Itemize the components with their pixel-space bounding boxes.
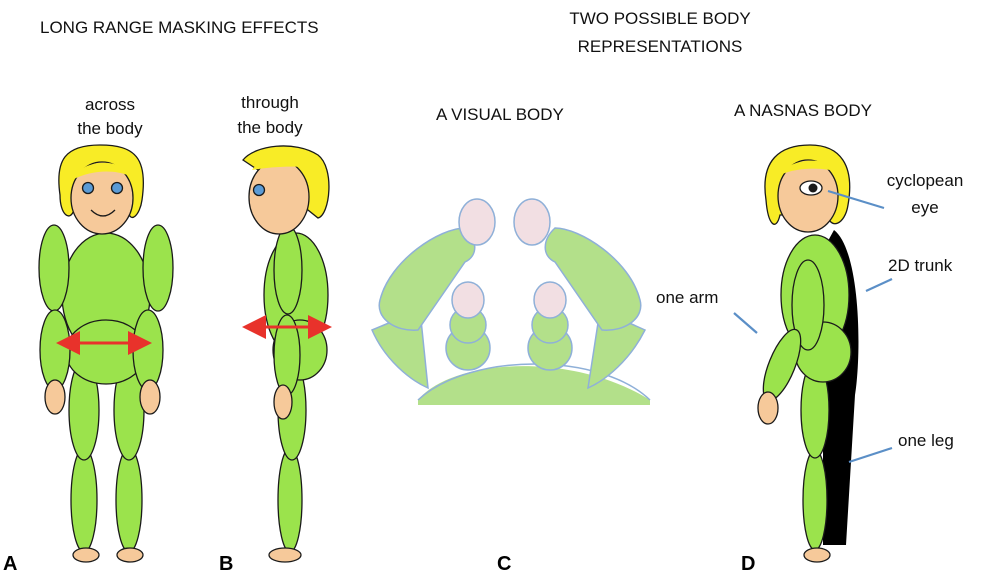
panel-label-b: B — [219, 553, 234, 575]
right-upper-arm — [142, 224, 174, 312]
right-foot — [116, 547, 144, 563]
right-eye-icon — [110, 181, 124, 195]
arm-pointer-line — [733, 312, 758, 334]
panel-label-a: A — [3, 553, 18, 575]
front-view-figure — [38, 144, 174, 563]
left-section-title: LONG RANGE MASKING EFFECTS — [40, 18, 319, 37]
side-eye-icon — [252, 183, 266, 197]
right-section-title-line2: REPRESENTATIONS — [577, 37, 743, 56]
visual-right-upper-arm — [544, 227, 642, 331]
right-section-title-line1: TWO POSSIBLE BODY — [569, 9, 751, 28]
leg-pointer-line — [848, 446, 893, 464]
right-lower-leg — [115, 447, 143, 553]
across-caption-line2: the body — [77, 119, 143, 138]
panel-label-d: D — [741, 553, 756, 575]
side-view-figure — [242, 145, 330, 563]
nasnas-body-figure — [757, 144, 859, 563]
leg-label: one leg — [898, 431, 954, 450]
nasnas-upper-arm — [791, 259, 825, 351]
right-forearm — [132, 309, 164, 391]
through-caption-line1: through — [241, 93, 299, 112]
nasnas-body-caption: A NASNAS BODY — [734, 101, 872, 120]
cyclopean-eye-label-line1: cyclopean — [886, 171, 964, 190]
arm-label: one arm — [656, 288, 719, 307]
left-forearm — [39, 309, 71, 391]
nasnas-foot — [803, 547, 831, 563]
left-upper-arm — [38, 224, 70, 312]
visual-body-caption: A VISUAL BODY — [436, 105, 564, 124]
across-caption-line1: across — [84, 95, 136, 114]
nasnas-face — [777, 159, 839, 233]
left-foot — [72, 547, 100, 563]
nasnas-hand — [757, 391, 779, 425]
eye-pointer-line — [827, 189, 885, 210]
visual-right-foot — [533, 281, 567, 319]
cyclopean-eye-label-line2: eye — [911, 198, 939, 217]
visual-left-foot — [451, 281, 485, 319]
annotation-pointers — [733, 189, 893, 464]
side-lower-leg — [277, 447, 303, 553]
left-hand — [44, 379, 66, 415]
side-foot — [268, 547, 302, 563]
smile-mouth — [90, 209, 116, 217]
visual-body-figure — [371, 198, 651, 405]
side-hand — [273, 384, 293, 420]
right-hand — [139, 379, 161, 415]
panel-label-c: C — [497, 553, 512, 575]
visual-right-hand — [513, 198, 551, 246]
nasnas-lower-leg — [802, 449, 828, 551]
left-eye-icon — [81, 181, 95, 195]
trunk-label: 2D trunk — [888, 256, 953, 275]
through-caption-line2: the body — [237, 118, 303, 137]
left-lower-leg — [70, 447, 98, 553]
face — [70, 161, 134, 235]
visual-left-hand — [458, 198, 496, 246]
trunk-pointer-line — [865, 278, 893, 292]
side-face — [248, 159, 310, 235]
side-upper-arm — [273, 225, 303, 315]
